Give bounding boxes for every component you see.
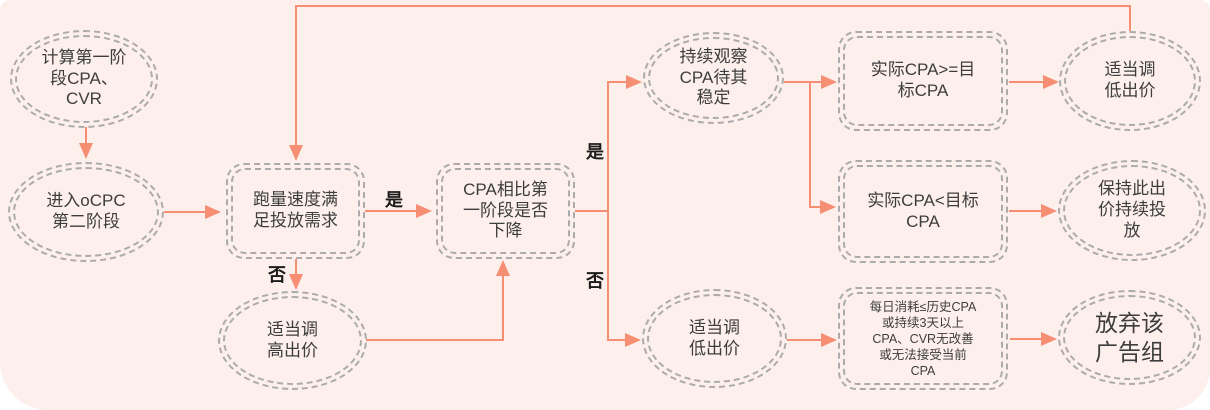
node-volume-check-label: 跑量速度满 足投放需求	[253, 190, 338, 230]
arrow-observe-to-lt	[809, 82, 836, 214]
node-keep-bid-label: 保持此出 价持续投 放	[1098, 179, 1166, 240]
arrow-cpa-no-to-lowerbid	[607, 211, 641, 347]
node-cpa-compare: CPA相比第 一阶段是否 下降	[436, 163, 575, 259]
edge-label-volume-no: 否	[268, 265, 286, 285]
node-give-up-condition: 每日消耗≤历史CPA 或持续3天以上 CPA、CVR无改善 或无法接受当前 CP…	[838, 287, 1008, 390]
node-observe-cpa-label: 持续观察 CPA待其 稳定	[679, 46, 748, 108]
node-give-up-condition-label: 每日消耗≤历史CPA 或持续3天以上 CPA、CVR无改善 或无法接受当前 CP…	[869, 299, 977, 378]
node-lower-bid-bottom-label: 适当调 低出价	[689, 317, 740, 358]
node-enter-ocpc-label: 进入oCPC 第二阶段	[46, 191, 126, 231]
node-abandon-group: 放弃该 广告组	[1058, 290, 1201, 385]
node-enter-ocpc: 进入oCPC 第二阶段	[8, 162, 164, 262]
node-raise-bid: 适当调 高出价	[218, 291, 367, 390]
edge-label-cpa-no: 否	[586, 271, 604, 291]
edge-label-cpa-yes: 是	[586, 142, 604, 162]
node-calc-stage1-label: 计算第一阶 段CPA、 CVR	[41, 47, 127, 109]
node-cpa-compare-label: CPA相比第 一阶段是否 下降	[463, 179, 548, 241]
node-volume-check: 跑量速度满 足投放需求	[226, 163, 365, 259]
node-actual-lt-target-label: 实际CPA<目标 CPA	[867, 190, 979, 231]
node-actual-ge-target: 实际CPA>=目 标CPA	[838, 31, 1008, 131]
node-raise-bid-label: 适当调 高出价	[267, 319, 318, 360]
arrow-cpa-yes-to-observe	[607, 75, 642, 211]
node-lower-bid-top-label: 适当调 低出价	[1104, 60, 1156, 100]
node-actual-lt-target: 实际CPA<目标 CPA	[838, 160, 1008, 263]
node-observe-cpa: 持续观察 CPA待其 稳定	[643, 32, 784, 124]
arrow-raisebid-to-cpacompare	[366, 260, 510, 341]
node-abandon-group-label: 放弃该 广告组	[1095, 309, 1164, 365]
node-actual-ge-target-label: 实际CPA>=目 标CPA	[870, 60, 976, 100]
node-lower-bid-top: 适当调 低出价	[1059, 31, 1201, 131]
edge-label-volume-yes: 是	[385, 190, 403, 210]
node-calc-stage1: 计算第一阶 段CPA、 CVR	[10, 30, 158, 128]
node-lower-bid-bottom: 适当调 低出价	[642, 289, 787, 388]
node-keep-bid: 保持此出 价持续投 放	[1058, 160, 1206, 261]
